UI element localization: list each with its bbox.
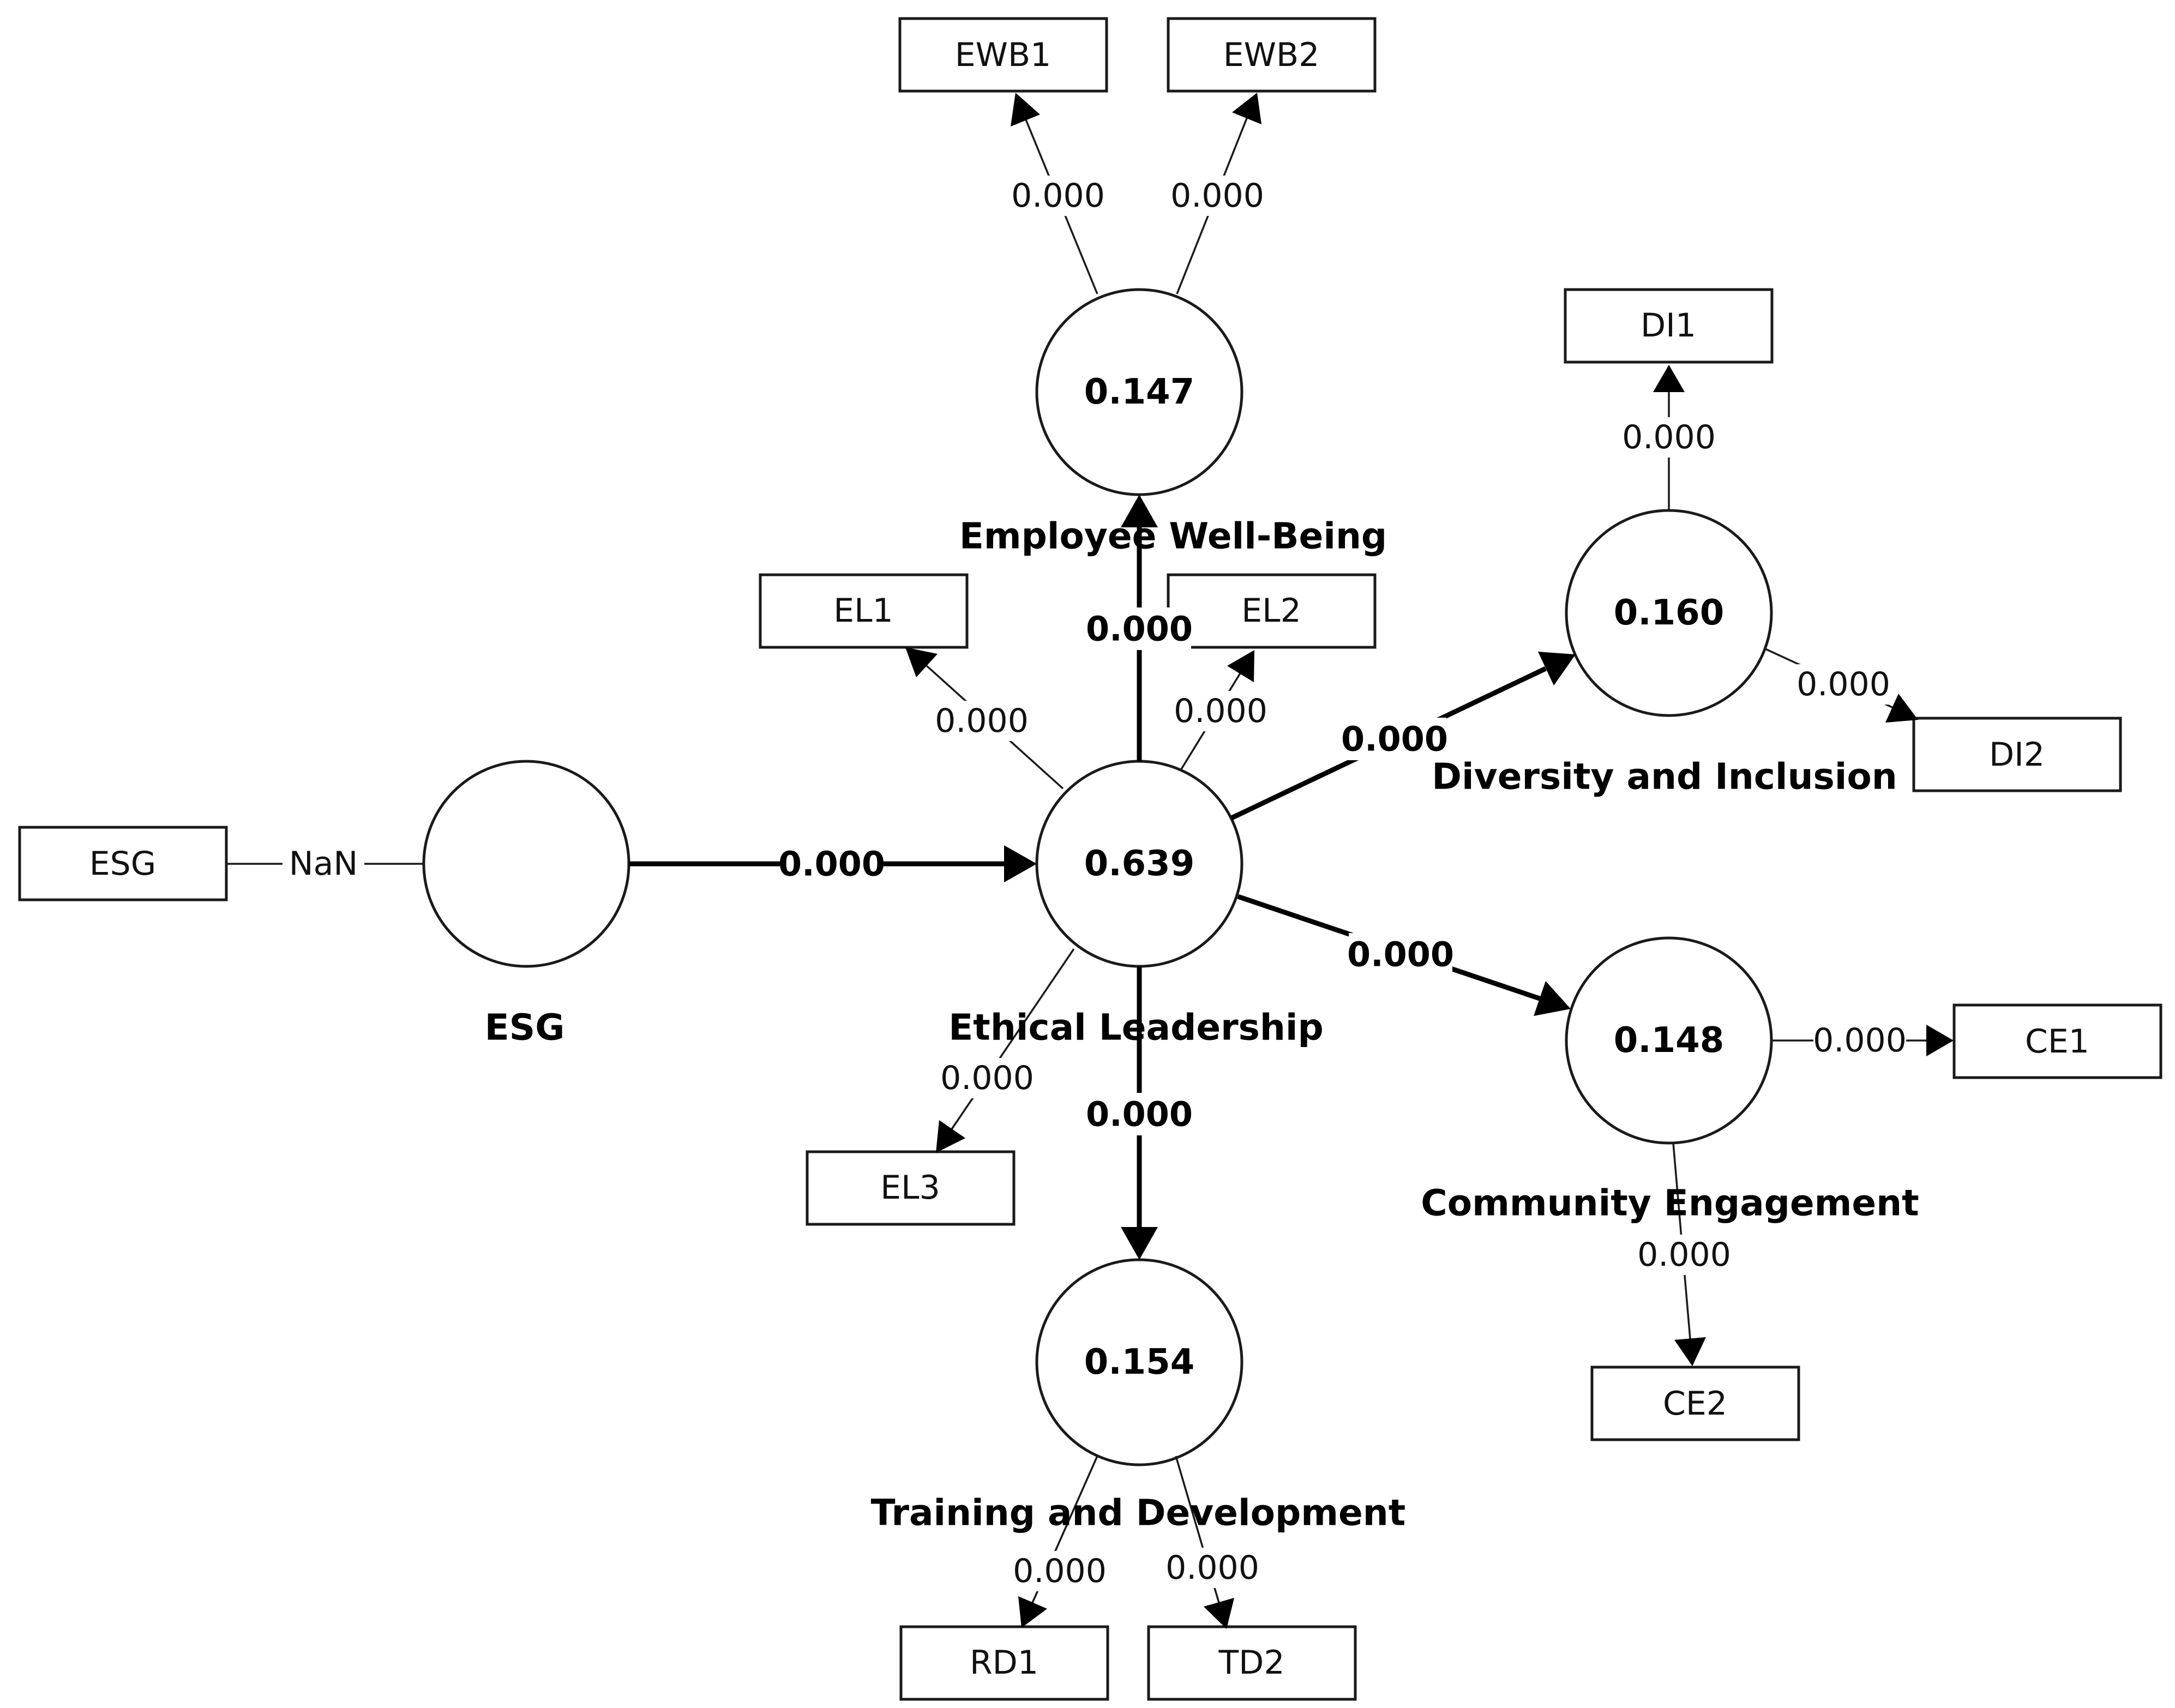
arrow-head xyxy=(1885,694,1918,723)
outer-weight-label: 0.000 xyxy=(1170,177,1264,215)
r2-value: 0.147 xyxy=(1084,372,1194,412)
indicator-ewb1[interactable]: EWB1 xyxy=(898,17,1108,93)
indicator-label: ESG xyxy=(89,845,157,883)
arrow-head xyxy=(1538,652,1576,685)
label-bg xyxy=(1166,1548,1259,1588)
arrow-head xyxy=(1926,1025,1954,1056)
outer-weight-label: 0.000 xyxy=(1797,665,1890,703)
outer-weight-label: 0.000 xyxy=(940,1059,1034,1097)
arrow-head xyxy=(1004,845,1037,882)
outer-path-line xyxy=(950,948,1075,1130)
label-bg xyxy=(1088,608,1191,650)
indicator-label: EWB1 xyxy=(955,36,1052,74)
latent-name-esg: ESG xyxy=(485,1007,565,1049)
label-bg xyxy=(1638,1235,1731,1275)
label-bg xyxy=(1813,1020,1906,1061)
outer-weight-label: 0.000 xyxy=(1165,1549,1259,1587)
latent-name-ethical-leadership: Ethical Leadership xyxy=(948,1007,1324,1049)
indicator-el2[interactable]: EL2 xyxy=(1167,573,1377,649)
label-bg xyxy=(780,843,884,885)
arrow-head xyxy=(905,647,938,677)
latent-name-community-engagement: Community Engagement xyxy=(1421,1182,1919,1224)
label-bg xyxy=(283,844,364,884)
r2-value: 0.160 xyxy=(1614,593,1724,633)
structural-coef-label: 0.000 xyxy=(1341,719,1448,759)
latent-name-employee-well-being: Employee Well-Being xyxy=(959,515,1387,557)
r2-value: 0.148 xyxy=(1614,1020,1724,1061)
outer-weight-label: 0.000 xyxy=(935,702,1029,740)
label-bg xyxy=(1013,1551,1106,1591)
arrow-head xyxy=(1018,1596,1047,1628)
indicator-label: TD2 xyxy=(1218,1644,1284,1682)
indicator-rd1[interactable]: RD1 xyxy=(899,1625,1109,1701)
indicator-di1[interactable]: DI1 xyxy=(1564,288,1774,364)
arrow-head xyxy=(1534,981,1571,1016)
r2-value: 0.154 xyxy=(1084,1342,1194,1382)
indicator-td2[interactable]: TD2 xyxy=(1147,1625,1357,1701)
indicator-label: EWB2 xyxy=(1223,36,1320,74)
outer-weight-label: 0.000 xyxy=(1174,692,1267,730)
arrow-head xyxy=(1674,1337,1706,1366)
arrow-head xyxy=(1227,650,1254,682)
indicator-ce1[interactable]: CE1 xyxy=(1952,1003,2162,1079)
label-bg xyxy=(1174,691,1267,731)
outer-weight-label: 0.000 xyxy=(1637,1236,1731,1274)
label-bg xyxy=(1623,417,1715,458)
indicator-el1[interactable]: EL1 xyxy=(759,573,969,649)
structural-coef-label: 0.000 xyxy=(1086,1094,1193,1134)
indicator-label: DI2 xyxy=(1989,736,2045,774)
structural-coef-label: 0.000 xyxy=(778,844,885,884)
label-bg xyxy=(1171,176,1264,216)
arrow-head xyxy=(1121,1227,1158,1260)
indicator-ewb2[interactable]: EWB2 xyxy=(1167,17,1377,93)
outer-weight-label: 0.000 xyxy=(1622,418,1716,456)
latent-name-diversity-inclusion: Diversity and Inclusion xyxy=(1432,756,1897,798)
arrow-head xyxy=(1121,495,1158,527)
latent-name-training-development: Training and Development xyxy=(871,1492,1406,1534)
outer-weight-label: 0.000 xyxy=(1813,1021,1907,1060)
outer-weight-label: 0.000 xyxy=(1011,177,1105,215)
label-bg xyxy=(941,1058,1034,1098)
indicator-label: DI1 xyxy=(1641,306,1696,345)
arrow-head xyxy=(1232,93,1261,124)
indicator-label: EL1 xyxy=(833,592,893,630)
label-bg xyxy=(1797,664,1890,705)
structural-coef-label: 0.000 xyxy=(1347,935,1454,975)
label-bg xyxy=(1088,1093,1191,1135)
label-bg xyxy=(1343,718,1446,760)
arrow-head xyxy=(1204,1598,1234,1629)
label-bg xyxy=(1349,933,1452,976)
label-bg xyxy=(1012,176,1104,216)
indicator-ce2[interactable]: CE2 xyxy=(1590,1366,1800,1441)
latent-esg-circle[interactable] xyxy=(422,760,630,968)
indicator-esg[interactable]: ESG xyxy=(18,826,228,901)
outer-weight-label: 0.000 xyxy=(1013,1552,1107,1590)
indicator-di2[interactable]: DI2 xyxy=(1912,717,2122,792)
indicator-label: CE1 xyxy=(2025,1023,2089,1061)
indicator-el3[interactable]: EL3 xyxy=(806,1150,1016,1226)
indicator-label: EL3 xyxy=(880,1169,940,1207)
r2-value: 0.639 xyxy=(1084,844,1194,884)
indicator-label: CE2 xyxy=(1663,1385,1727,1423)
indicator-label: EL2 xyxy=(1241,592,1301,630)
arrow-head xyxy=(1011,93,1040,127)
indicator-label: RD1 xyxy=(970,1644,1038,1682)
structural-coef-label: 0.000 xyxy=(1086,609,1193,649)
outer-weight-label: NaN xyxy=(289,845,358,883)
arrow-head xyxy=(936,1120,965,1153)
label-bg xyxy=(935,701,1028,741)
arrow-head xyxy=(1653,365,1685,392)
